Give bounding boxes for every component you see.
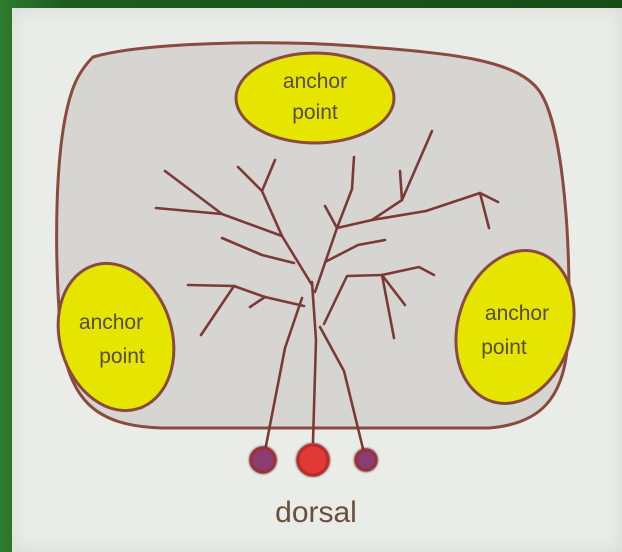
branch-far-right: [370, 191, 500, 222]
anchor-left-line2: point: [99, 345, 145, 368]
branch-middle-left: [220, 236, 296, 265]
anchor-top-line1: anchor: [283, 70, 347, 93]
branch-upper-left-main: [236, 165, 314, 287]
branch-far-right-curl: [478, 191, 491, 230]
anchor-left: anchor point: [56, 261, 176, 413]
branch-lower-left-down: [199, 284, 236, 337]
main-stem: [310, 280, 318, 444]
anchor-top-shape: [234, 51, 396, 145]
center-soma: [296, 443, 330, 477]
branch-upper-right-twig: [398, 169, 404, 202]
branch-lower-left-short: [248, 295, 267, 309]
left-soma: [249, 446, 277, 474]
branch-upper-right-main: [335, 129, 434, 230]
branch-center-mid: [325, 238, 387, 263]
branch-upper-left-twig: [260, 158, 277, 193]
dorsal-label: dorsal: [275, 496, 357, 529]
branch-left-curl: [163, 169, 224, 216]
branch-lower-left: [186, 283, 306, 308]
soma-group: [249, 443, 378, 477]
branch-right-short: [380, 273, 407, 307]
anchor-right-line1: anchor: [485, 302, 549, 325]
right-soma: [354, 448, 378, 472]
branch-center-left: [323, 204, 339, 230]
anchor-left-shape: [56, 261, 176, 413]
anchor-right-shape: [454, 249, 576, 405]
branch-center-up: [313, 155, 356, 294]
anchor-right: anchor point: [454, 249, 576, 405]
anchor-right-line2: point: [481, 336, 527, 359]
anchor-top-line2: point: [292, 101, 338, 124]
anchor-left-line1: anchor: [79, 311, 143, 334]
left-stem: [262, 296, 304, 458]
right-stem: [318, 325, 367, 459]
anchor-top: anchor point: [234, 51, 396, 145]
dendritic-tree: [154, 129, 500, 459]
branch-right-drop: [380, 273, 396, 340]
cell-outline: [55, 41, 571, 430]
